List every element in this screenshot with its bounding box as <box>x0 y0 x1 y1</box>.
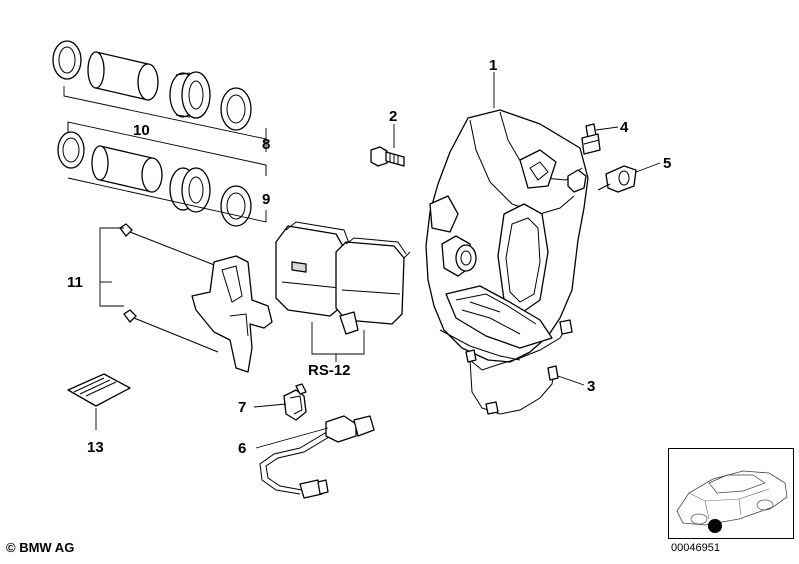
piston <box>87 51 159 101</box>
callout-rs-12: RS-12 <box>308 362 351 379</box>
document-number: 00046951 <box>671 542 720 554</box>
location-marker <box>708 519 722 533</box>
retaining-pin-lower <box>123 309 219 353</box>
car-silhouette <box>676 470 788 526</box>
callout-10: 10 <box>133 122 150 139</box>
brake-pad-rear <box>335 237 411 335</box>
callouts: 1 2 3 4 5 6 7 8 9 10 11 13 RS-12 <box>67 57 671 457</box>
callout-4: 4 <box>620 119 629 136</box>
copyright-brand: © BMW AG <box>6 540 75 555</box>
bleed-screw <box>370 146 405 167</box>
retaining-pin-upper <box>119 223 223 269</box>
piston-boot <box>169 167 211 213</box>
callout-3: 3 <box>587 378 595 395</box>
piston-seal-kit-8 <box>52 40 267 152</box>
brake-wear-sensor <box>259 415 375 499</box>
piston-seal-kit-9 <box>57 121 267 227</box>
piston-boot <box>169 71 211 119</box>
wear-sensor-bracket <box>283 383 307 421</box>
bleed-valve <box>581 123 601 155</box>
grease-sachet <box>67 373 131 430</box>
callout-2: 2 <box>389 108 397 125</box>
callout-5: 5 <box>663 155 671 172</box>
retaining-clip <box>597 165 637 193</box>
callout-11: 11 <box>67 274 83 291</box>
brake-caliper <box>425 109 589 363</box>
dust-seal-ring <box>52 40 82 80</box>
callout-1: 1 <box>489 57 497 74</box>
seal-ring <box>220 185 252 227</box>
pad-retaining-kit <box>99 223 273 373</box>
piston <box>91 145 163 193</box>
dust-seal-ring <box>57 131 85 169</box>
brake-pad-set <box>275 221 411 362</box>
callout-7: 7 <box>238 399 246 416</box>
callout-9: 9 <box>262 191 270 208</box>
seal-ring <box>220 87 252 131</box>
callout-13: 13 <box>87 439 104 456</box>
leader-lines <box>253 72 661 449</box>
brake-pipe <box>465 319 573 415</box>
spreader-spring <box>191 255 273 373</box>
callout-6: 6 <box>238 440 246 457</box>
vehicle-location-thumbnail <box>668 448 794 539</box>
callout-8: 8 <box>262 136 270 153</box>
